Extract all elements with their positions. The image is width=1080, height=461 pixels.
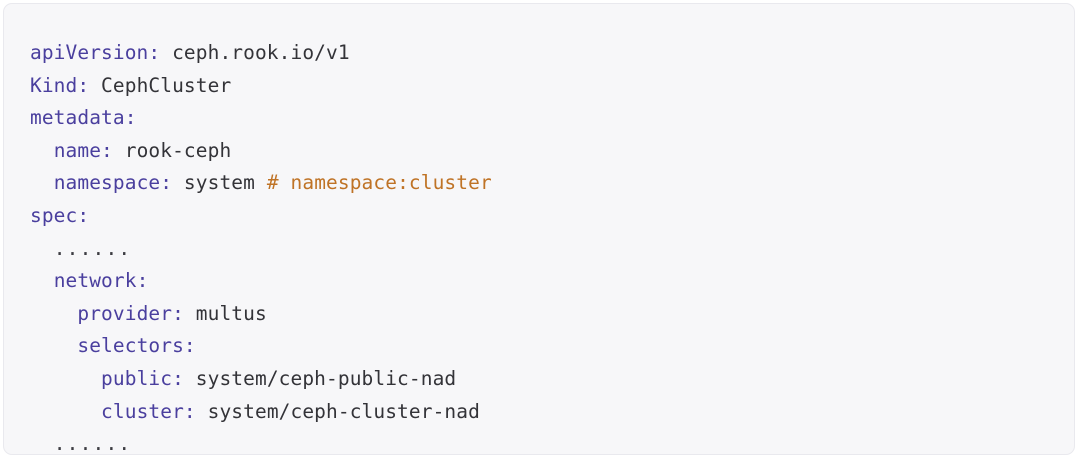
line-metadata: metadata:	[30, 102, 1064, 135]
code-indent	[30, 237, 54, 260]
yaml-key: apiVersion:	[30, 41, 161, 64]
yaml-value: ceph.rook.io/v1	[160, 41, 350, 64]
yaml-key: spec:	[30, 203, 90, 227]
line-name: name: rook-ceph	[30, 135, 1064, 168]
line-selectors: selectors:	[30, 330, 1064, 363]
code-indent	[30, 302, 77, 325]
yaml-value: system	[172, 171, 267, 195]
yaml-value: multus	[183, 301, 267, 325]
line-kind: Kind: CephCluster	[30, 70, 1064, 103]
line-ellipsis-2: ......	[30, 428, 1064, 461]
yaml-key: cluster:	[101, 399, 196, 423]
yaml-value: rook-ceph	[112, 138, 232, 162]
line-network: network:	[30, 265, 1064, 298]
line-cluster: cluster: system/ceph-cluster-nad	[30, 396, 1064, 429]
yaml-key: Kind:	[30, 73, 90, 97]
code-ellipsis: ......	[53, 432, 132, 456]
yaml-key: public:	[101, 366, 184, 390]
line-spec: spec:	[30, 200, 1064, 233]
yaml-value: CephCluster	[89, 73, 232, 97]
line-ellipsis-1: ......	[30, 233, 1064, 266]
code-indent	[30, 269, 54, 292]
code-indent	[30, 334, 77, 357]
line-apiversion: apiVersion: ceph.rook.io/v1	[30, 37, 1064, 70]
code-ellipsis: ......	[53, 236, 132, 260]
yaml-value: system/ceph-public-nad	[183, 366, 457, 390]
code-indent	[30, 367, 101, 390]
yaml-key: name:	[53, 138, 113, 162]
yaml-comment: # namespace:cluster	[266, 171, 492, 195]
line-provider: provider: multus	[30, 298, 1064, 331]
yaml-key: metadata:	[30, 106, 137, 130]
yaml-key: namespace:	[53, 171, 173, 195]
code-indent	[30, 171, 54, 194]
code-indent	[30, 139, 54, 162]
yaml-value: system/ceph-cluster-nad	[195, 399, 480, 423]
yaml-key: selectors:	[77, 334, 196, 358]
line-namespace: namespace: system # namespace:cluster	[30, 167, 1064, 200]
code-indent	[30, 432, 54, 455]
line-public: public: system/ceph-public-nad	[30, 363, 1064, 396]
yaml-key: provider:	[77, 301, 184, 325]
yaml-key: network:	[53, 269, 149, 293]
code-indent	[30, 400, 101, 423]
